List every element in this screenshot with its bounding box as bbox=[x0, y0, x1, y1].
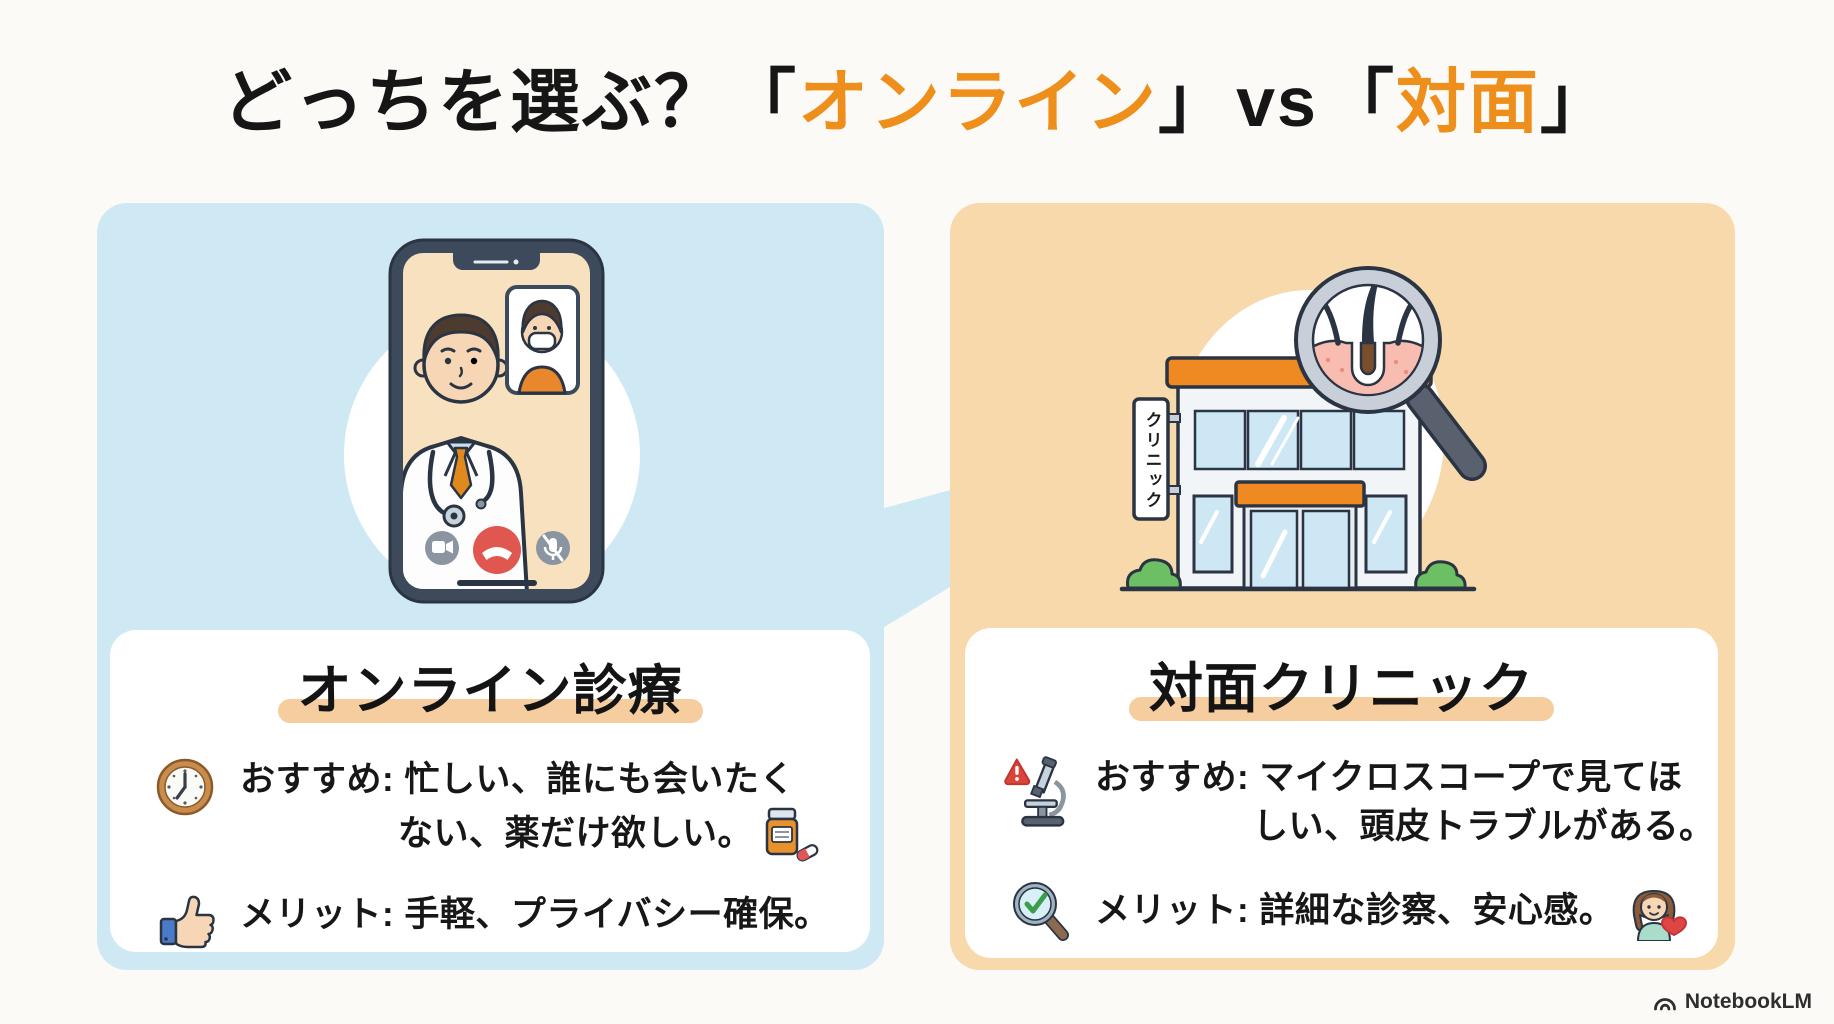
bullet-line: メリット: 手軽、プライバシー確保。 bbox=[240, 895, 830, 934]
microscope-icon bbox=[1021, 756, 1066, 827]
thumbs-up-icon bbox=[146, 890, 224, 950]
title-segment: 」 bbox=[1539, 63, 1612, 141]
online-merit-bullet: メリット: 手軽、プライバシー確保。 bbox=[146, 890, 846, 950]
magnifier-check-icon bbox=[1001, 879, 1079, 941]
bullet-line: メリット: 詳細な診察、安心感。 bbox=[1095, 890, 1615, 930]
title-segment: どっちを選ぶ？「 bbox=[222, 63, 799, 141]
mute-mic-button bbox=[536, 531, 570, 565]
clinic-card: 対面クリニック bbox=[965, 628, 1718, 958]
watermark-brand: NotebookLM bbox=[1684, 990, 1812, 1013]
clinic-merit-bullet: メリット: 詳細な診察、安心感。 bbox=[1001, 879, 1694, 941]
notebooklm-logo-icon bbox=[1652, 991, 1678, 1013]
phone-home-bar bbox=[457, 580, 537, 586]
video-call-button bbox=[425, 531, 459, 565]
magnifier-scalp-illustration bbox=[1294, 266, 1487, 481]
entrance-awning bbox=[1234, 480, 1366, 508]
clinic-building-illustration bbox=[1119, 266, 1487, 592]
pill-bottle-icon bbox=[761, 804, 819, 862]
title-segment: 「 bbox=[1323, 63, 1396, 141]
smartphone-video-call-illustration bbox=[344, 238, 640, 604]
clinic-card-title: 対面クリニック bbox=[965, 644, 1718, 723]
bullet-line: ない、薬だけ欲しい。 bbox=[398, 813, 754, 853]
bullet-line: おすすめ: 忙しい、誰にも会いたく bbox=[240, 760, 795, 799]
bullet-line: しい、頭皮トラブルがある。 bbox=[1253, 807, 1715, 846]
online-card-title: オンライン診療 bbox=[110, 646, 870, 725]
clinic-sign-board bbox=[1132, 397, 1170, 521]
bush bbox=[1126, 558, 1182, 590]
clinic-building bbox=[1119, 356, 1477, 592]
woman-heart-icon bbox=[1622, 879, 1688, 941]
bullet-line: おすすめ: マイクロスコープで見てほ bbox=[1095, 758, 1683, 797]
title-segment-taimen: 対面 bbox=[1395, 63, 1540, 141]
title-segment-vs: vs bbox=[1236, 63, 1318, 141]
patient-thumbnail bbox=[505, 285, 580, 395]
warning-microscope-icon bbox=[1001, 753, 1079, 831]
end-call-button bbox=[473, 526, 521, 574]
warning-icon bbox=[1004, 758, 1031, 786]
title-segment: 」 bbox=[1158, 63, 1231, 141]
clinic-sign-text: クリニック bbox=[1142, 411, 1162, 511]
page-title: どっちを選ぶ？「オンライン」vs「対面」 bbox=[0, 46, 1834, 147]
title-segment-online: オンライン bbox=[798, 63, 1159, 141]
clinic-recommend-bullet: おすすめ: マイクロスコープで見てほ しい、頭皮トラブルがある。 bbox=[1001, 753, 1714, 851]
watermark: NotebookLM bbox=[1652, 990, 1812, 1014]
online-recommend-bullet: おすすめ: 忙しい、誰にも会いたく ない、薬だけ欲しい。 bbox=[146, 755, 846, 862]
bush bbox=[1414, 560, 1467, 590]
online-card: オンライン診療 bbox=[110, 630, 870, 952]
clock-icon bbox=[146, 755, 224, 819]
